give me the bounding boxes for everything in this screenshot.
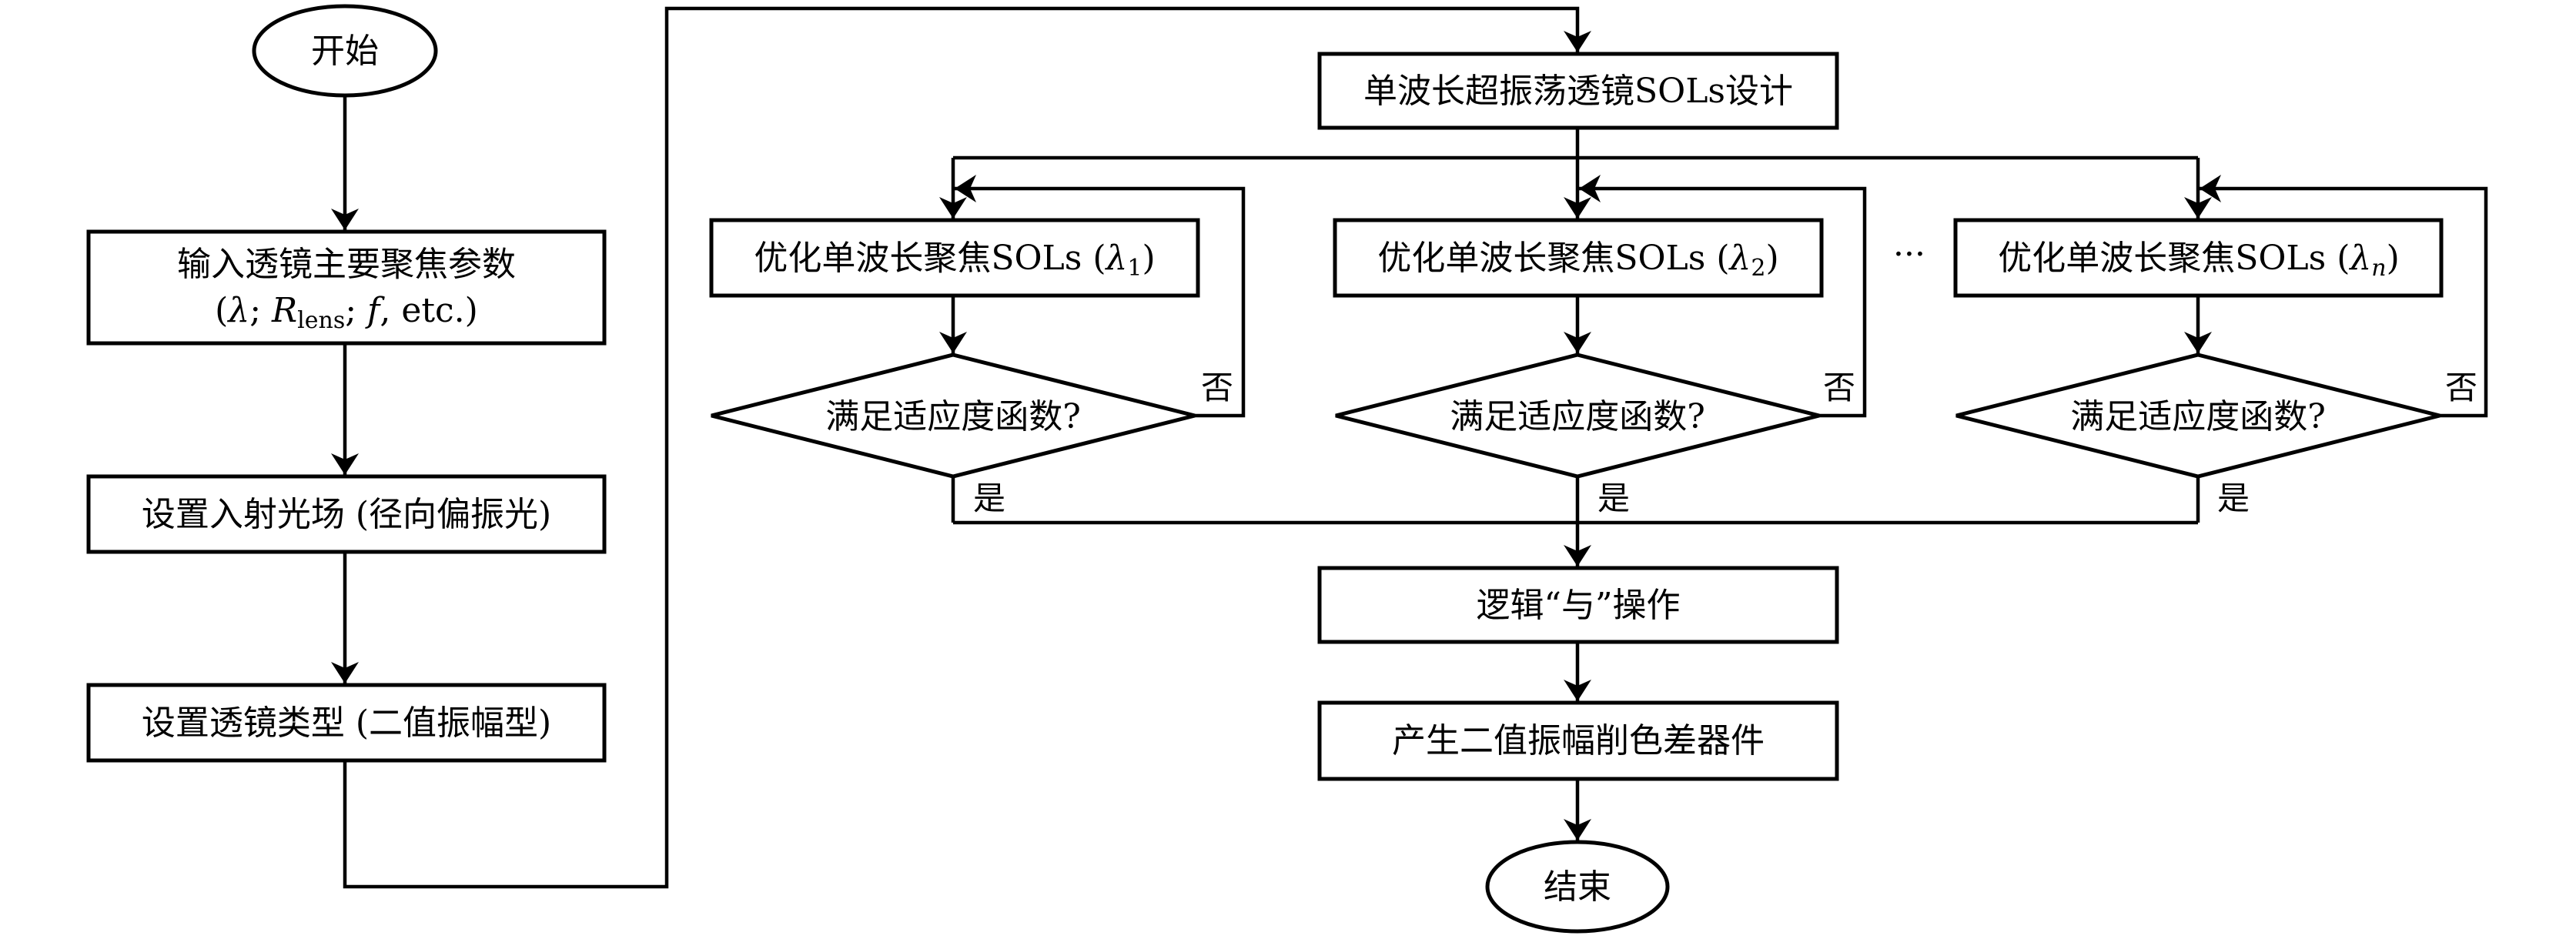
logic-and-label: 逻辑“与”操作 bbox=[1477, 586, 1681, 625]
feedback-no-1 bbox=[955, 175, 1246, 418]
optimize-label-n: 优化单波长聚焦SOLs (λn) bbox=[1998, 239, 2400, 282]
branch-lambda-n: 优化单波长聚焦SOLs (λn) 满足适应度函数? 否 是 bbox=[1953, 158, 2488, 523]
end-terminal bbox=[1485, 840, 1670, 934]
optimize-box-1 bbox=[709, 218, 1200, 298]
connector-left-to-design bbox=[343, 6, 1591, 889]
input-params-box bbox=[86, 229, 607, 346]
branch-lambda-1: 优化单波长聚焦SOLs (λ1) 满足适应度函数? 否 是 bbox=[709, 158, 1246, 523]
feedback-no-n bbox=[2200, 175, 2488, 418]
end-label: 结束 bbox=[1544, 867, 1611, 907]
optimize-label-1: 优化单波长聚焦SOLs (λ1) bbox=[754, 239, 1155, 282]
output-device-label: 产生二值振幅削色差器件 bbox=[1392, 721, 1765, 760]
branch-lambda-2: 优化单波长聚焦SOLs (λ2) 满足适应度函数? 否 是 bbox=[1333, 158, 1867, 566]
logic-and-box bbox=[1317, 566, 1839, 644]
lens-type-box bbox=[86, 683, 607, 763]
incident-field-label: 设置入射光场 (径向偏振光) bbox=[142, 495, 551, 534]
optimize-box-2 bbox=[1333, 218, 1824, 298]
design-label: 单波长超振荡透镜SOLs设计 bbox=[1363, 72, 1793, 111]
yes-label-n: 是 bbox=[2217, 480, 2250, 517]
feedback-no-2 bbox=[1579, 175, 1867, 418]
decision-label-2: 满足适应度函数? bbox=[1450, 397, 1705, 436]
yes-label-1: 是 bbox=[973, 480, 1005, 517]
no-label-1: 否 bbox=[1201, 369, 1233, 406]
input-params-label: 输入透镜主要聚焦参数 bbox=[177, 245, 516, 284]
decision-label-n: 满足适应度函数? bbox=[2070, 397, 2326, 436]
lens-type-label: 设置透镜类型 (二值振幅型) bbox=[142, 703, 551, 743]
input-params-formula: (λ; Rlens; f, etc.) bbox=[215, 291, 478, 334]
no-label-n: 否 bbox=[2445, 369, 2477, 406]
no-label-2: 否 bbox=[1823, 369, 1855, 406]
output-device-box bbox=[1317, 700, 1839, 781]
optimize-label-2: 优化单波长聚焦SOLs (λ2) bbox=[1377, 239, 1778, 282]
yes-label-2: 是 bbox=[1597, 480, 1630, 517]
decision-label-1: 满足适应度函数? bbox=[825, 397, 1081, 436]
start-label: 开始 bbox=[311, 32, 379, 71]
ellipsis: ··· bbox=[1893, 235, 1925, 274]
